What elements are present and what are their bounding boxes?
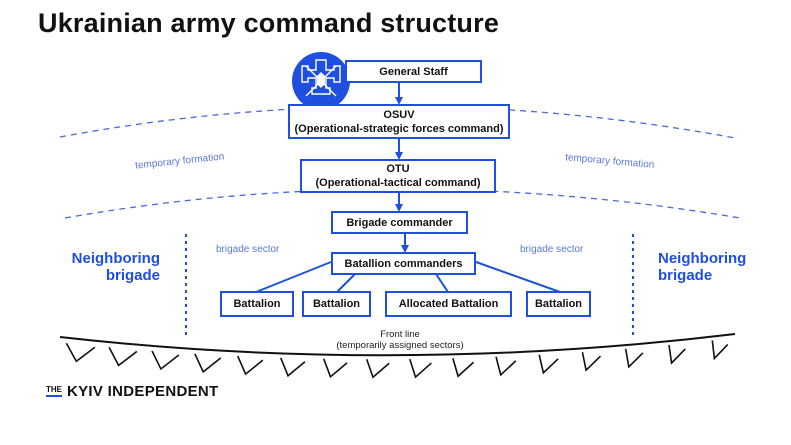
front-line-tooth [237, 355, 264, 376]
front-line-label-line2: (temporarily assigned sectors) [336, 340, 464, 351]
node-allocated-battalion: Allocated Battalion [385, 291, 512, 317]
node-otu-label: OTU [386, 163, 410, 175]
node-battalion-commanders: Batallion commanders [331, 252, 476, 275]
front-line-tooth [65, 342, 96, 363]
front-line-tooth [151, 350, 180, 371]
neighboring-brigade-right: Neighboring brigade [658, 250, 746, 284]
front-line-tooth [711, 340, 729, 361]
node-osuv-label: OSUV [383, 108, 415, 121]
node-battalion-commanders-label: Batallion commanders [344, 257, 463, 270]
front-line-label-line1: Front line [380, 329, 420, 340]
front-line-tooth [581, 351, 602, 372]
branch-line-battalion-1 [255, 261, 332, 293]
neighboring-brigade-right-line2: brigade [658, 267, 713, 284]
branch-line-battalion-3 [435, 273, 449, 293]
node-brigade-commander-label: Brigade commander [346, 216, 453, 229]
front-line-tooth [108, 347, 138, 367]
emblem-cross-icon [301, 59, 341, 97]
branch-line-battalion-4 [475, 261, 561, 293]
brigade-sector-label-right: brigade sector [520, 244, 584, 255]
front-line-tooth [668, 344, 686, 365]
node-otu-sublabel: (Operational-tactical command) [315, 177, 481, 189]
front-line-tooth [495, 356, 517, 377]
node-battalion: Battalion [526, 291, 591, 317]
general-staff-emblem-icon [292, 52, 350, 110]
node-otu: OTU (Operational-tactical command) [300, 159, 496, 193]
neighboring-brigade-left-line2: brigade [105, 267, 160, 284]
front-line-tooth [624, 348, 644, 369]
node-general-staff: General Staff [345, 60, 482, 83]
branch-line-battalion-2 [336, 273, 356, 293]
kyiv-independent-logo: THE KYIV INDEPENDENT [46, 383, 219, 400]
neighboring-brigade-right-line1: Neighboring [658, 250, 747, 267]
node-battalion-label: Battalion [534, 298, 583, 310]
neighboring-brigade-left-line1: Neighboring [71, 250, 160, 267]
node-battalion: Battalion [302, 291, 371, 317]
front-line-tooth [409, 358, 432, 379]
node-battalion: Battalion [220, 291, 294, 317]
front-line-tooth [365, 359, 390, 379]
node-brigade-commander: Brigade commander [331, 211, 468, 234]
front-line-tooth [452, 358, 475, 378]
node-allocated-battalion-label: Allocated Battalion [398, 298, 499, 310]
diagram-title: Ukrainian army command structure [38, 8, 500, 38]
node-battalion-label: Battalion [312, 298, 361, 310]
front-line-label: Front line (temporarily assigned sectors… [300, 329, 500, 351]
brigade-sector-label-left: brigade sector [216, 244, 280, 255]
node-general-staff-label: General Staff [379, 65, 448, 78]
node-osuv-sublabel: (Operational-strategic forces command) [294, 122, 504, 135]
front-line-tooth [279, 357, 306, 378]
node-battalion-label: Battalion [233, 298, 281, 310]
front-line-tooth [194, 353, 222, 374]
front-line-tooth [538, 354, 559, 375]
logo-prefix: THE [46, 386, 62, 397]
logo-name: KYIV INDEPENDENT [67, 383, 219, 400]
front-line-curve [59, 333, 736, 357]
node-osuv: OSUV (Operational-strategic forces comma… [288, 104, 510, 139]
front-line-tooth [322, 358, 348, 379]
neighboring-brigade-left: Neighboring brigade [58, 250, 160, 284]
front-line-teeth [65, 340, 729, 379]
